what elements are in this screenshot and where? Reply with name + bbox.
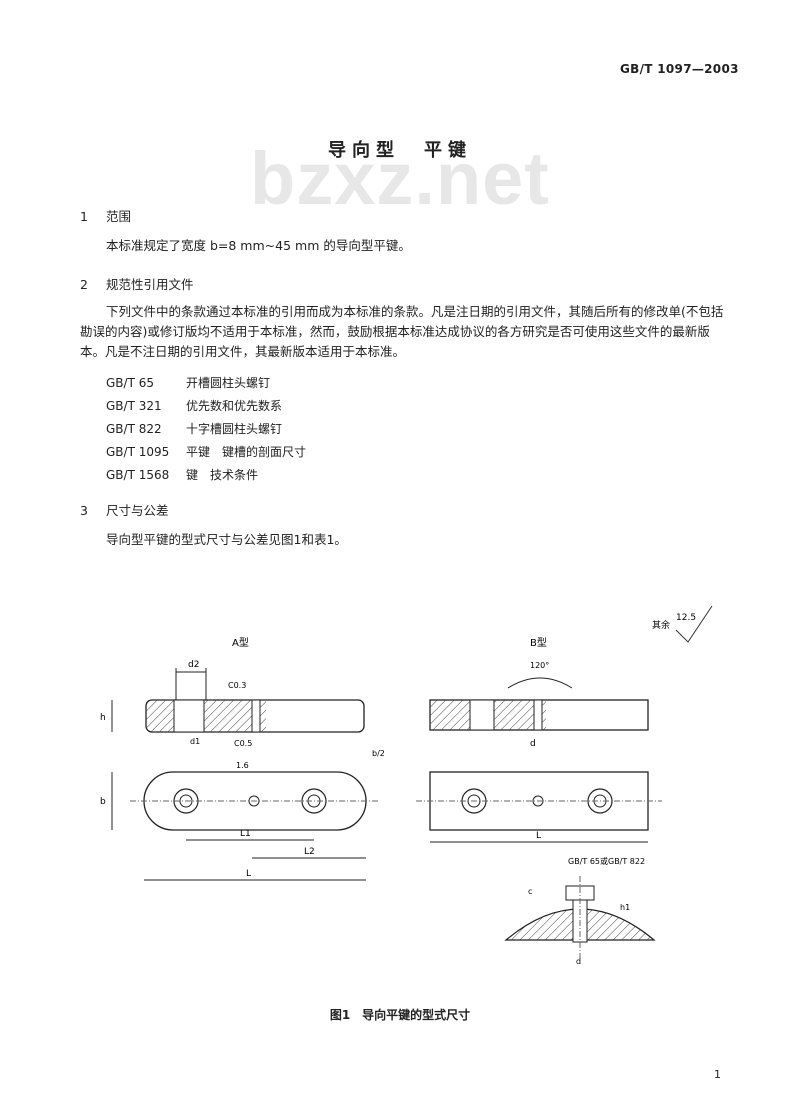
dim-label: c xyxy=(528,887,532,896)
roughness-symbol: 其余 12.5 xyxy=(652,605,713,643)
dimensions-paragraph: 导向型平键的型式尺寸与公差见图1和表1。 xyxy=(106,532,347,547)
section-number: 2 xyxy=(80,277,88,292)
section-heading-scope: 1 范围 xyxy=(80,206,131,225)
references-paragraph: 下列文件中的条款通过本标准的引用而成为本标准的条款。凡是注日期的引用文件，其随后… xyxy=(80,304,724,359)
reference-code: GB/T 65 xyxy=(106,376,154,390)
type-b-section: 120° d xyxy=(429,661,649,749)
dim-label: h xyxy=(100,713,106,723)
reference-item: GB/T 1095 平键 键槽的剖面尺寸 xyxy=(106,443,306,460)
roughness-note: 其余 xyxy=(652,619,670,631)
dim-label: d1 xyxy=(190,737,200,746)
figure-caption: 图1 导向平键的型式尺寸 xyxy=(329,1008,471,1022)
dim-label: L1 xyxy=(240,829,251,839)
type-a-section: d2 h C0.3 C0.5 d1 xyxy=(100,660,365,748)
section-title: 尺寸与公差 xyxy=(106,503,169,518)
section-heading-dimensions: 3 尺寸与公差 xyxy=(80,500,169,519)
screw-detail: GB/T 65或GB/T 822 c h1 d xyxy=(504,856,656,966)
reference-item: GB/T 1568 键 技术条件 xyxy=(106,466,258,483)
dim-label: L xyxy=(536,831,541,841)
type-b-plan: L xyxy=(416,771,662,843)
dim-label: L2 xyxy=(304,847,315,857)
chamfer-label: C0.3 xyxy=(228,681,246,690)
section-number: 1 xyxy=(80,209,88,224)
standard-number: GB/T 1097—2003 xyxy=(620,62,739,76)
reference-code: GB/T 1095 xyxy=(106,445,170,459)
page-number: 1 xyxy=(714,1068,721,1081)
dim-label: b xyxy=(100,797,106,807)
dim-label: h1 xyxy=(620,903,630,912)
reference-title: 键 技术条件 xyxy=(186,468,259,482)
dim-label: b/2 xyxy=(372,749,385,758)
screw-standard-label: GB/T 65或GB/T 822 xyxy=(568,856,645,866)
section-heading-references: 2 规范性引用文件 xyxy=(80,274,194,293)
reference-item: GB/T 321 优先数和优先数系 xyxy=(106,397,282,414)
page-title: 导向型 平键 xyxy=(328,140,472,161)
reference-code: GB/T 822 xyxy=(106,422,162,436)
reference-code: GB/T 321 xyxy=(106,399,162,413)
reference-title: 十字槽圆柱头螺钉 xyxy=(186,422,283,436)
section-number: 3 xyxy=(80,503,88,518)
watermark: bzxz.net xyxy=(250,137,550,220)
reference-title: 平键 键槽的剖面尺寸 xyxy=(186,445,307,459)
angle-label: 120° xyxy=(530,661,549,670)
dim-label: d xyxy=(530,739,536,749)
reference-item: GB/T 822 十字槽圆柱头螺钉 xyxy=(106,420,282,437)
dim-label: L xyxy=(246,869,251,879)
type-b-label: B型 xyxy=(530,636,547,649)
dim-label: d xyxy=(576,957,581,966)
reference-title: 优先数和优先数系 xyxy=(186,399,283,413)
section-title: 规范性引用文件 xyxy=(106,277,194,292)
dim-label: d2 xyxy=(188,660,199,670)
roughness-value: 12.5 xyxy=(676,613,696,623)
key-drawing: 其余 12.5 A型 B型 d2 h C0.3 C0.5 d1 b 1.6 b/… xyxy=(100,605,713,966)
reference-item: GB/T 65 开槽圆柱头螺钉 xyxy=(106,374,270,391)
scope-paragraph: 本标准规定了宽度 b=8 mm~45 mm 的导向型平键。 xyxy=(106,238,411,253)
type-a-plan: b 1.6 b/2 L1 L2 L xyxy=(100,749,385,881)
reference-title: 开槽圆柱头螺钉 xyxy=(186,376,271,390)
section-title: 范围 xyxy=(106,209,132,224)
chamfer-label: 1.6 xyxy=(236,761,249,770)
chamfer-label: C0.5 xyxy=(234,739,252,748)
type-a-label: A型 xyxy=(232,636,249,649)
reference-code: GB/T 1568 xyxy=(106,468,170,482)
